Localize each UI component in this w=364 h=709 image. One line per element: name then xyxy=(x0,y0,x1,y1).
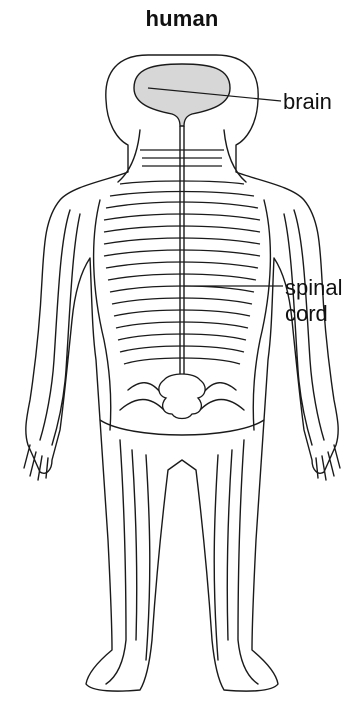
label-spinal-cord: spinal cord xyxy=(285,275,342,327)
label-spinal-line2: cord xyxy=(285,301,342,327)
nerve-rungs xyxy=(104,150,260,364)
label-brain: brain xyxy=(283,89,332,115)
label-spinal-line1: spinal xyxy=(285,275,342,301)
sacral-plexus xyxy=(159,374,205,419)
